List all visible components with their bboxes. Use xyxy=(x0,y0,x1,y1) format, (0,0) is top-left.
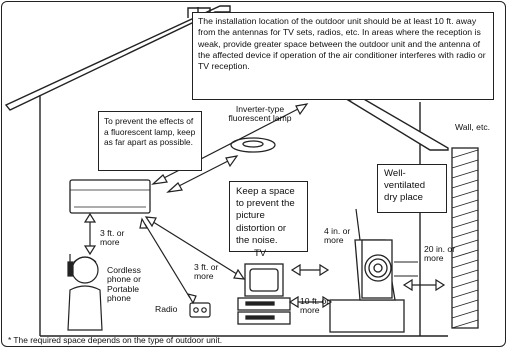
space-note: Keep a space to prevent the picture dist… xyxy=(229,181,308,252)
footnote: * The required space depends on the type… xyxy=(8,335,223,345)
installation-note: The installation location of the outdoor… xyxy=(192,12,494,100)
ventilated-note: Well-ventilated dry place xyxy=(377,164,447,213)
fluorescent-note: To prevent the effects of a fluorescent … xyxy=(98,111,202,171)
wall-label: Wall, etc. xyxy=(455,122,491,132)
wall-gap-label: 20 in. or more xyxy=(424,244,456,264)
outdoor-unit xyxy=(329,239,418,333)
ac-gap-label: 3 ft. or more xyxy=(100,228,125,248)
radio-label: Radio xyxy=(155,304,178,314)
wall xyxy=(451,147,479,329)
tv-label: TV xyxy=(254,248,267,259)
outdoor-gap-label: 4 in. or more xyxy=(324,226,351,246)
person-with-phone xyxy=(67,254,103,331)
distance-arrows xyxy=(83,103,446,309)
tv-gap-label: 10 ft. or more xyxy=(300,296,330,316)
fluorescent-lamp xyxy=(230,137,276,153)
radio-device xyxy=(189,302,211,318)
radio-gap-label: 3 ft. or more xyxy=(194,262,219,282)
phone-label: Cordless phone or Portable phone xyxy=(107,265,141,304)
tv-set xyxy=(237,263,291,325)
indoor-unit xyxy=(69,179,151,214)
lamp-label: Inverter-type fluorescent lamp xyxy=(228,104,292,124)
house-outline xyxy=(4,5,449,337)
